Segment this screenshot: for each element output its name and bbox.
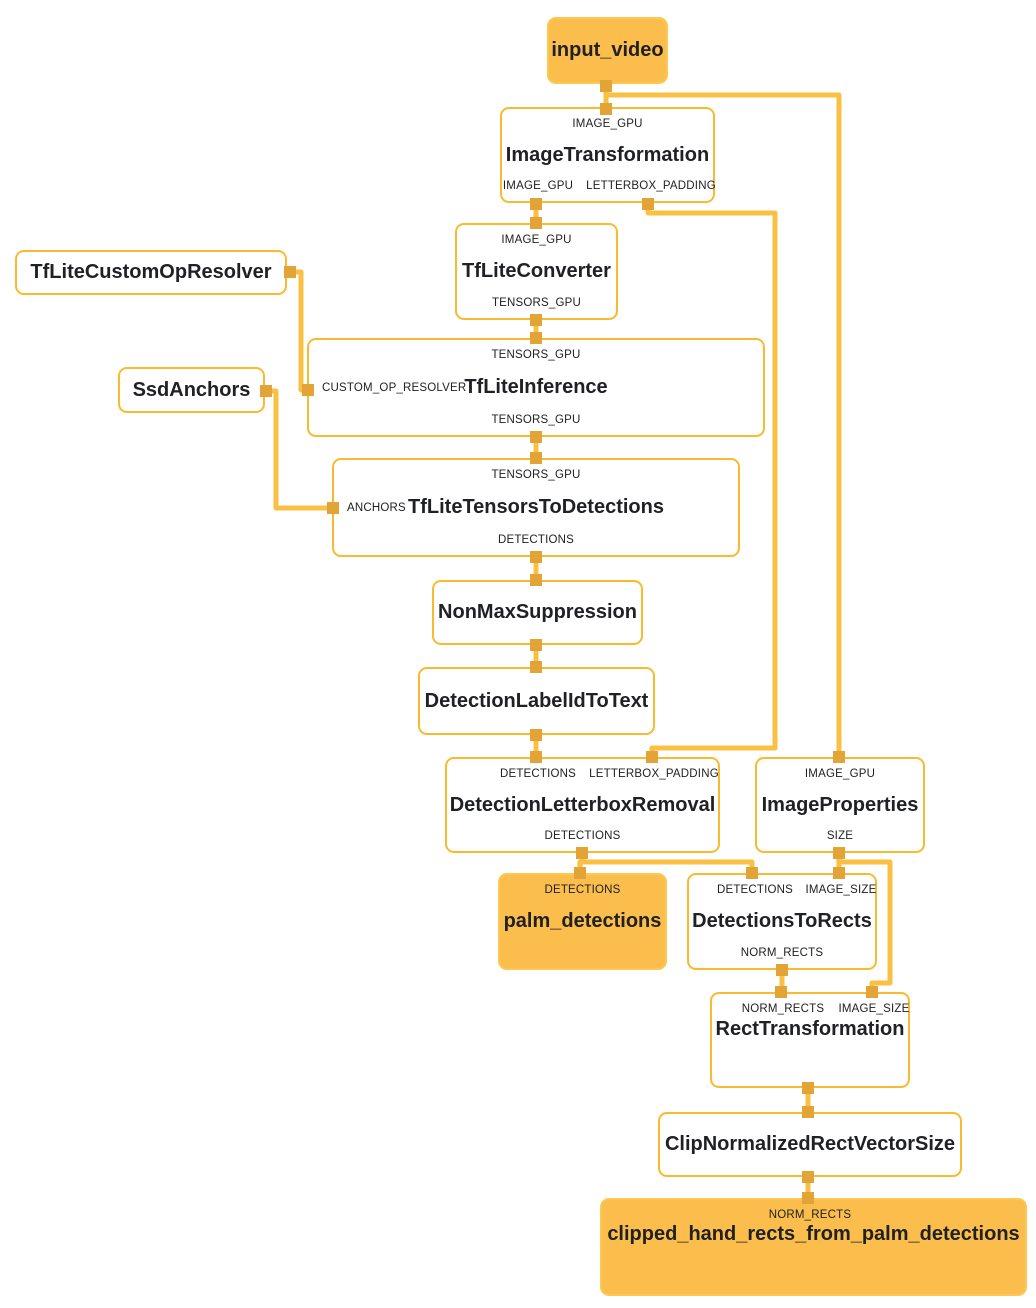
node-clipped-hand-rects-from-palm-detections[interactable]: NORM_RECTS clipped_hand_rects_from_palm_… xyxy=(600,1198,1027,1296)
node-rect-transformation[interactable]: NORM_RECTS IMAGE_SIZE RectTransformation xyxy=(710,992,910,1088)
node-tflite-converter[interactable]: IMAGE_GPU TfLiteConverter TENSORS_GPU xyxy=(455,223,618,320)
node-detection-letterbox-removal[interactable]: DETECTIONS LETTERBOX_PADDING DetectionLe… xyxy=(445,757,720,853)
node-title: SsdAnchors xyxy=(132,378,251,401)
port-label-image-gpu-out: IMAGE_GPU xyxy=(502,180,574,192)
node-title: TfLiteCustomOpResolver xyxy=(30,261,272,283)
port-label-norm-rects-in: NORM_RECTS xyxy=(741,1003,825,1015)
node-title: input_video xyxy=(551,39,664,61)
node-title: RectTransformation xyxy=(715,1017,905,1040)
port-label-image-gpu-in: IMAGE_GPU xyxy=(501,234,572,246)
port-label-detections-out: DETECTIONS xyxy=(544,830,621,842)
node-title: clipped_hand_rects_from_palm_detections xyxy=(607,1222,1020,1245)
port-label-letterbox-padding-out: LETTERBOX_PADDING xyxy=(586,180,716,192)
port-label-norm-rects-out: NORM_RECTS xyxy=(740,947,824,959)
port-label-letterbox-padding-in: LETTERBOX_PADDING xyxy=(589,768,719,780)
node-title: NonMaxSuppression xyxy=(438,601,637,623)
port-label-detections-in: DETECTIONS xyxy=(544,884,621,896)
node-title: ImageProperties xyxy=(761,793,919,816)
node-title: DetectionsToRects xyxy=(692,910,872,932)
port-label-norm-rects-in: NORM_RECTS xyxy=(768,1209,852,1221)
node-tflite-tensors-to-detections[interactable]: TENSORS_GPU ANCHORS TfLiteTensorsToDetec… xyxy=(332,458,740,557)
port-label-anchors-in: ANCHORS xyxy=(347,501,406,514)
port-label-detections-in: DETECTIONS xyxy=(716,884,794,896)
port-label-tensors-gpu-out: TENSORS_GPU xyxy=(491,297,582,309)
node-title: TfLiteConverter xyxy=(462,260,611,282)
node-non-max-suppression[interactable]: NonMaxSuppression xyxy=(432,580,643,645)
port-label-tensors-gpu-out: TENSORS_GPU xyxy=(491,414,581,426)
node-title: TfLiteInference xyxy=(464,376,608,398)
port-label-size-out: SIZE xyxy=(826,830,854,842)
node-palm-detections[interactable]: DETECTIONS palm_detections xyxy=(498,873,667,970)
port-label-image-gpu-in: IMAGE_GPU xyxy=(804,768,876,780)
node-title: DetectionLetterboxRemoval xyxy=(449,793,716,816)
node-title: DetectionLabelIdToText xyxy=(424,689,649,712)
node-detections-to-rects[interactable]: DETECTIONS IMAGE_SIZE DetectionsToRects … xyxy=(687,873,877,970)
node-detection-label-id-to-text[interactable]: DetectionLabelIdToText xyxy=(418,667,655,735)
node-image-transformation[interactable]: IMAGE_GPU ImageTransformation IMAGE_GPU … xyxy=(500,107,716,203)
port-label-tensors-gpu-in: TENSORS_GPU xyxy=(491,469,581,481)
node-title: palm_detections xyxy=(503,910,662,932)
node-title: ClipNormalizedRectVectorSize xyxy=(664,1133,956,1155)
port-label-tensors-gpu-in: TENSORS_GPU xyxy=(491,349,581,361)
port-label-detections-out: DETECTIONS xyxy=(497,534,575,546)
node-title: TfLiteTensorsToDetections xyxy=(408,496,664,518)
node-tflite-inference[interactable]: TENSORS_GPU CUSTOM_OP_RESOLVER TfLiteInf… xyxy=(307,338,765,437)
port-label-detections-in: DETECTIONS xyxy=(499,768,577,780)
node-tflite-custom-op-resolver[interactable]: TfLiteCustomOpResolver xyxy=(15,250,287,295)
node-input-video[interactable]: input_video xyxy=(547,17,668,84)
port-label-custom-op-resolver-in: CUSTOM_OP_RESOLVER xyxy=(322,381,467,394)
node-ssd-anchors[interactable]: SsdAnchors xyxy=(118,367,265,413)
node-clip-normalized-rect-vector-size[interactable]: ClipNormalizedRectVectorSize xyxy=(658,1112,962,1177)
port-label-image-size-in: IMAGE_SIZE xyxy=(838,1003,910,1015)
node-image-properties[interactable]: IMAGE_GPU ImageProperties SIZE xyxy=(755,757,925,853)
